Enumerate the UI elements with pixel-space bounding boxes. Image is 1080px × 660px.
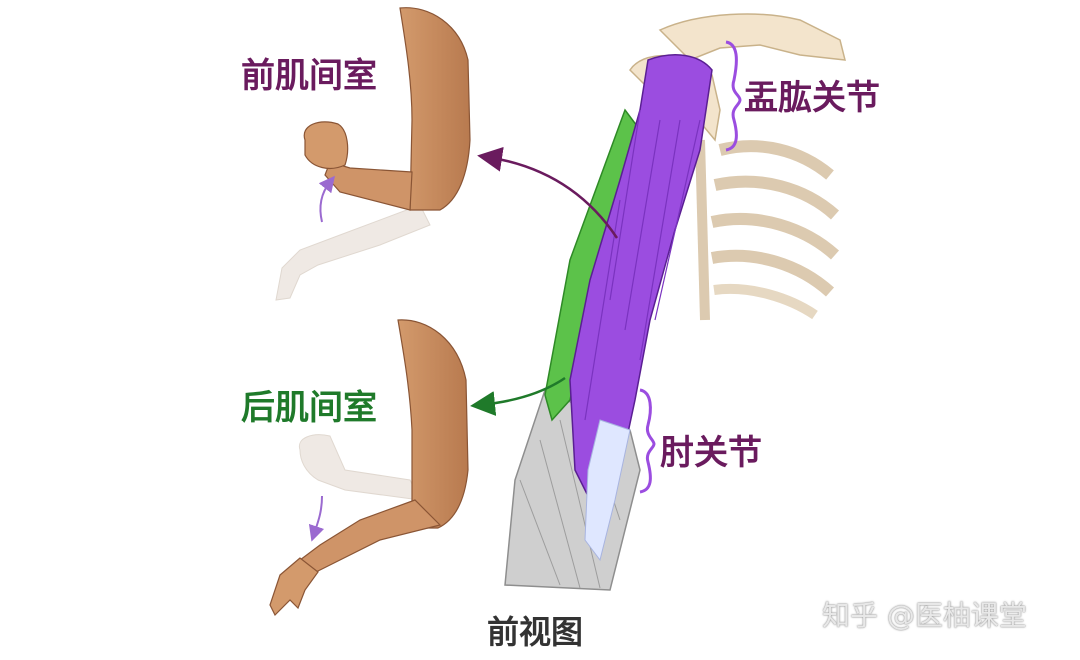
elbow-brace: [639, 388, 656, 494]
posterior-compartment-label: 后肌间室: [241, 388, 377, 428]
posterior-callout-arrow: [470, 376, 566, 416]
biceps-tendon: [584, 419, 631, 562]
glenohumeral-brace: [725, 40, 742, 152]
watermark: 知乎 @医柚课堂: [822, 599, 1027, 632]
arm-extension-illustration: [269, 319, 469, 617]
elbow-joint-label: 肘关节: [660, 433, 762, 473]
arm-flexion-illustration: [275, 7, 471, 301]
biceps-muscle: [569, 54, 713, 502]
anterior-compartment-label: 前肌间室: [241, 56, 377, 96]
anterior-callout-arrow: [477, 146, 619, 239]
glenohumeral-joint-label: 盂肱关节: [744, 78, 880, 118]
muscle-illustration: [504, 54, 713, 591]
view-caption: 前视图: [487, 613, 584, 651]
